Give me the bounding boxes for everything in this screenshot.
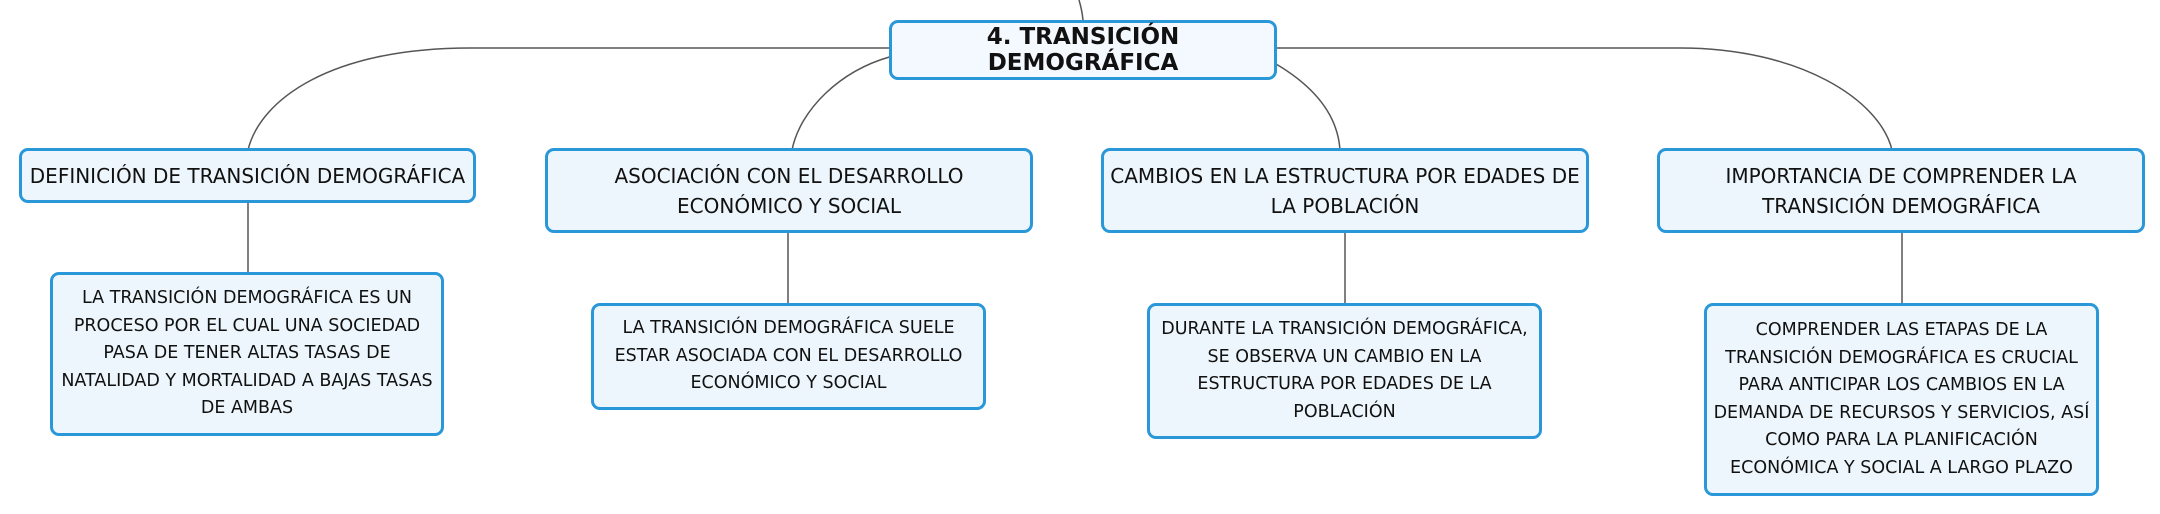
branch-topic-definicion[interactable]: DEFINICIÓN DE TRANSICIÓN DEMOGRÁFICA [19, 148, 476, 203]
detail-topic-cambios[interactable]: DURANTE LA TRANSICIÓN DEMOGRÁFICA, SE OB… [1147, 303, 1542, 439]
root-topic[interactable]: 4. TRANSICIÓN DEMOGRÁFICA [889, 20, 1277, 80]
branch-topic-label: CAMBIOS EN LA ESTRUCTURA POR EDADES DE L… [1110, 163, 1580, 218]
branch-topic-label: IMPORTANCIA DE COMPRENDER LA TRANSICIÓN … [1725, 163, 2077, 218]
parent-connector [1078, 0, 1084, 21]
detail-topic-text: COMPRENDER LAS ETAPAS DE LA TRANSICIÓN D… [1713, 320, 2090, 478]
branch-topic-label: ASOCIACIÓN CON EL DESARROLLO ECONÓMICO Y… [614, 163, 964, 218]
connector-root-branch-2 [791, 55, 894, 151]
branch-topic-label: DEFINICIÓN DE TRANSICIÓN DEMOGRÁFICA [29, 163, 466, 188]
connector-root-branch-3 [1275, 63, 1341, 151]
connector-root-branch-1 [247, 47, 891, 151]
branch-topic-importancia[interactable]: IMPORTANCIA DE COMPRENDER LA TRANSICIÓN … [1657, 148, 2145, 233]
branch-topic-cambios[interactable]: CAMBIOS EN LA ESTRUCTURA POR EDADES DE L… [1101, 148, 1589, 233]
connector-root-branch-4 [1274, 47, 1893, 151]
detail-topic-asociacion[interactable]: LA TRANSICIÓN DEMOGRÁFICA SUELE ESTAR AS… [591, 303, 986, 410]
detail-topic-text: LA TRANSICIÓN DEMOGRÁFICA ES UN PROCESO … [61, 288, 433, 419]
detail-topic-text: DURANTE LA TRANSICIÓN DEMOGRÁFICA, SE OB… [1161, 319, 1528, 422]
branch-topic-asociacion[interactable]: ASOCIACIÓN CON EL DESARROLLO ECONÓMICO Y… [545, 148, 1033, 233]
detail-topic-importancia[interactable]: COMPRENDER LAS ETAPAS DE LA TRANSICIÓN D… [1704, 303, 2099, 496]
detail-topic-definicion[interactable]: LA TRANSICIÓN DEMOGRÁFICA ES UN PROCESO … [50, 272, 444, 436]
detail-topic-text: LA TRANSICIÓN DEMOGRÁFICA SUELE ESTAR AS… [614, 318, 963, 394]
root-topic-label: 4. TRANSICIÓN DEMOGRÁFICA [986, 24, 1180, 76]
